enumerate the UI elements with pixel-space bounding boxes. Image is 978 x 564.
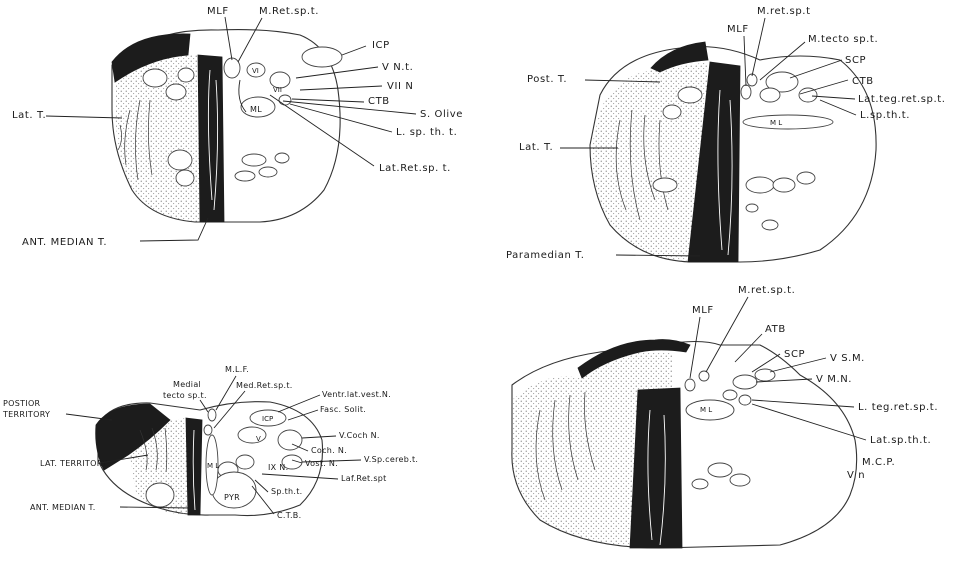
label-postior-1: POSTIOR: [3, 399, 41, 408]
label-m-ret-sp-t: M.ret.sp.t.: [738, 285, 795, 296]
label-ix-n: IX N.: [268, 463, 288, 472]
label-ventr-lat-vest-n: Ventr.lat.vest.N.: [322, 390, 391, 399]
label-tecto-sp-t: tecto sp.t.: [163, 391, 207, 400]
label-v-mn: V M.N.: [816, 374, 852, 385]
label-m-ret-sp-t: M.Ret.sp.t.: [259, 6, 319, 17]
anterior-median-territory: [198, 55, 224, 222]
label-ml: M L: [770, 119, 782, 127]
label-mlf: MLF: [727, 24, 749, 35]
label-mlf: M.L.F.: [225, 365, 249, 374]
label-lat-sp-th-t: Lat.sp.th.t.: [870, 435, 931, 446]
label-ant-median-t: ANT. MEDIAN T.: [22, 237, 107, 248]
label-m-tecto-sp-t: M.tecto sp.t.: [808, 34, 878, 45]
label-fasc-solit: Fasc. Solit.: [320, 405, 366, 414]
label-m-ret-sp-t: M.ret.sp.t: [757, 6, 811, 17]
paramedian-territory: [630, 388, 682, 548]
label-icp: ICP: [262, 415, 273, 423]
label-mcp: M.C.P.: [862, 457, 895, 468]
panel-bottom-right: M L M.ret.sp.t. MLF ATB SCP V S.M. V M.N…: [512, 285, 938, 548]
label-ml: ML: [250, 105, 262, 114]
label-medial: Medial: [173, 380, 201, 389]
label-mlf: MLF: [207, 6, 229, 17]
label-coch-n: Coch. N.: [311, 446, 347, 455]
label-laf-ret-spt: Laf.Ret.spt: [341, 474, 387, 483]
label-post-t: Post. T.: [527, 74, 567, 85]
label-v-coch-n: V.Coch N.: [339, 431, 380, 440]
label-ant-median-t: ANT. MEDIAN T.: [30, 503, 96, 512]
label-v-n-t: V N.t.: [382, 62, 413, 73]
label-vost-n: Vost. N.: [305, 459, 338, 468]
label-lat-teg-ret-sp-t: Lat.teg.ret.sp.t.: [858, 94, 946, 105]
label-med-ret-sp-t: Med.Ret.sp.t.: [236, 381, 293, 390]
panel-top-left: VI VII ML MLF M.Ret.sp.t. ICP V N.t. VII…: [12, 6, 463, 248]
label-sp-th-t: Sp.th.t.: [271, 487, 303, 496]
label-s-olive: S. Olive: [420, 109, 463, 120]
label-lat-t: Lat. T.: [12, 110, 46, 121]
label-icp: ICP: [372, 40, 390, 51]
label-ctb: C.T.B.: [277, 511, 301, 520]
label-vii-n: VII N: [387, 81, 413, 92]
label-lat-t: Lat. T.: [519, 142, 553, 153]
label-l-teg-ret-sp-t: L. teg.ret.sp.t.: [858, 402, 938, 413]
label-scp: SCP: [845, 55, 866, 66]
label-postior-2: TERRITORY: [2, 410, 50, 419]
panel-top-right: M L M.ret.sp.t MLF M.tecto sp.t. SCP CTB…: [506, 6, 946, 262]
label-pyr: PYR: [224, 493, 240, 502]
label-lat-territory: LAT. TERRITORY: [40, 459, 107, 468]
label-vn: V n: [847, 470, 865, 481]
label-lat-ret-sp-t: Lat.Ret.sp. t.: [379, 163, 451, 174]
label-atb: ATB: [765, 324, 786, 335]
label-v-sm: V S.M.: [830, 353, 865, 364]
label-l-sp-th-t: L.sp.th.t.: [860, 110, 910, 121]
label-vi: VI: [252, 67, 259, 75]
label-ctb: CTB: [368, 96, 390, 107]
label-scp: SCP: [784, 349, 805, 360]
label-ctb: CTB: [852, 76, 874, 87]
label-l-sp-th-t: L. sp. th. t.: [396, 127, 457, 138]
label-v: V: [256, 435, 261, 443]
panel-bottom-left: M L PYR ICP V M.L.F. Medial tecto sp.t. …: [2, 365, 418, 520]
label-ml: M L: [700, 406, 712, 414]
label-v-sp-cereb-t: V.Sp.cereb.t.: [364, 455, 418, 464]
label-mlf: MLF: [692, 305, 714, 316]
label-paramedian-t: Paramedian T.: [506, 250, 585, 261]
label-vii: VII: [273, 86, 282, 94]
label-m-l: M L: [207, 462, 219, 470]
